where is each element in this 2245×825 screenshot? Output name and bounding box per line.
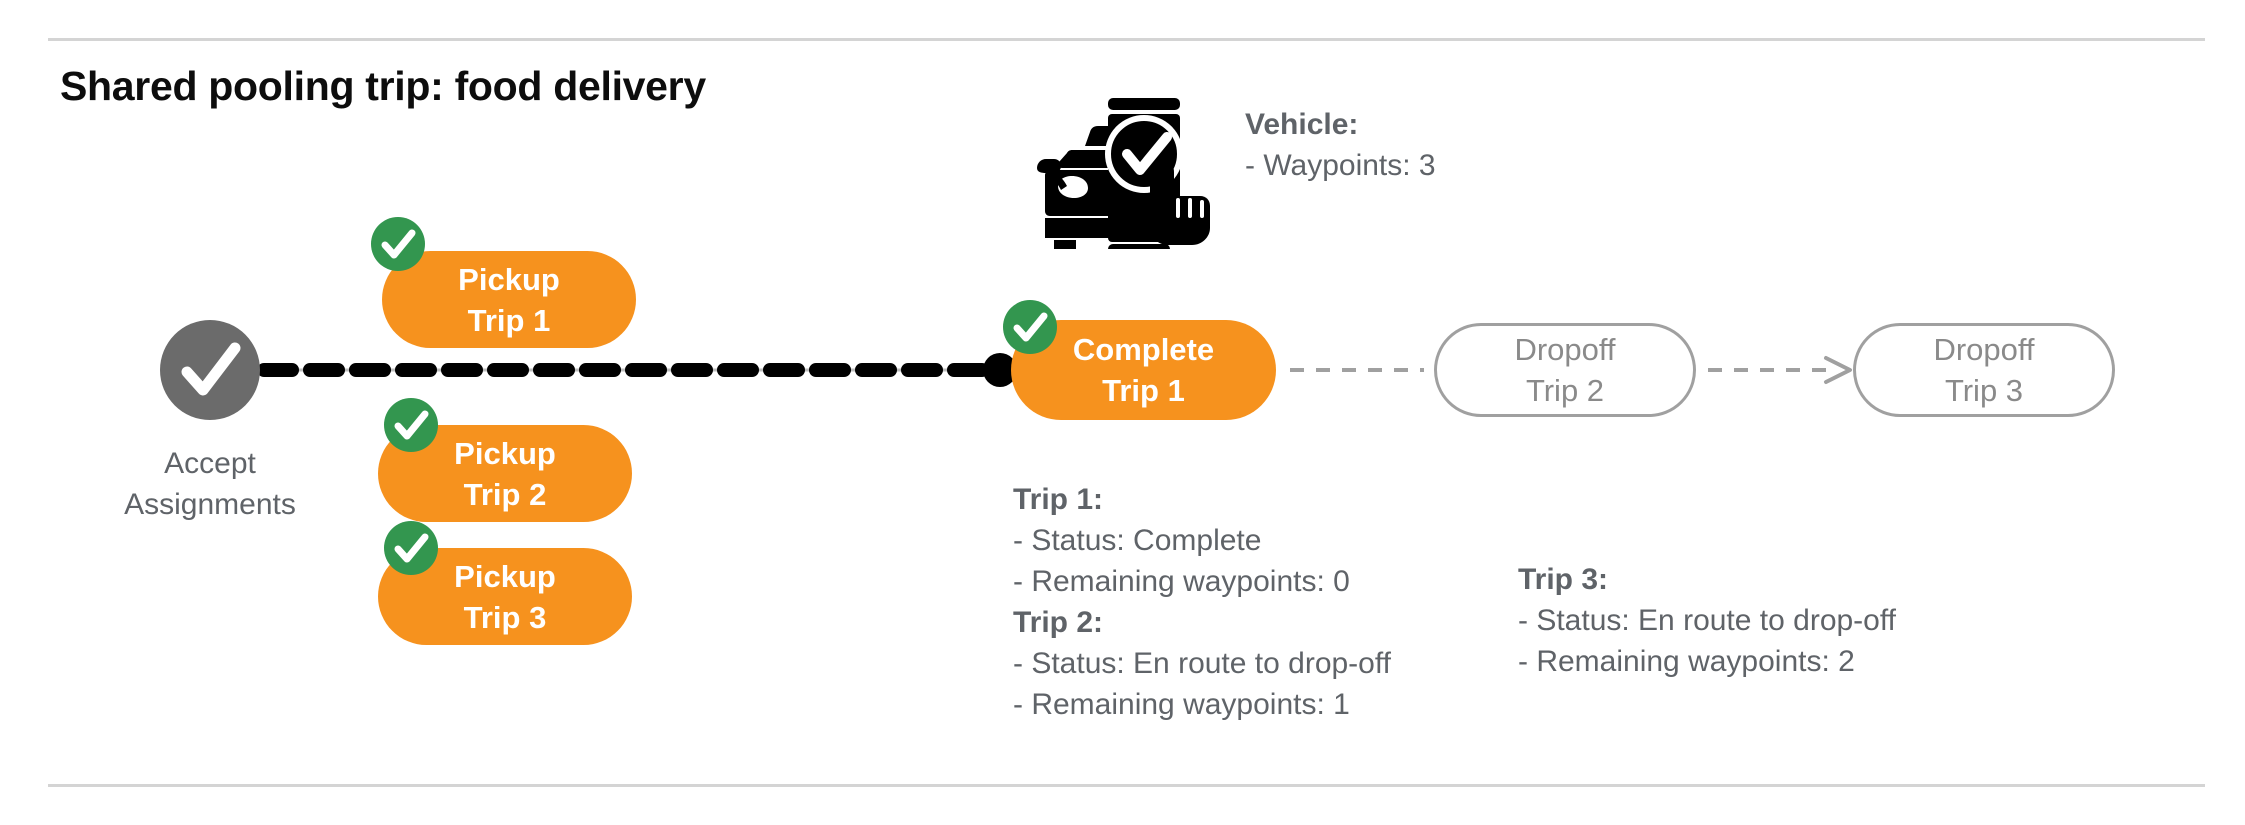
trip3-status: - Status: En route to drop-off [1518, 604, 1896, 637]
node-dropoff-trip-3-line2: Trip 3 [1944, 373, 2024, 408]
trip2-heading-colon: : [1093, 606, 1104, 639]
trip2-status: - Status: En route to drop-off [1013, 647, 1391, 680]
node-complete-trip-1-line2: Trip 1 [1102, 373, 1185, 408]
node-dropoff-trip-2[interactable]: Dropoff Trip 2 [1434, 323, 1696, 417]
bottom-divider [48, 784, 2205, 787]
accept-label-line2: Assignments [124, 488, 296, 521]
trip2-waypoints: - Remaining waypoints: 1 [1013, 688, 1350, 721]
node-pickup-trip-3-line2: Trip 3 [463, 599, 547, 635]
trip1-waypoints: - Remaining waypoints: 0 [1013, 565, 1350, 598]
vehicle-waypoints: - Waypoints: 3 [1245, 149, 1436, 182]
node-pickup-trip-1[interactable]: Pickup Trip 1 [382, 251, 636, 348]
accept-assignments-label: Accept Assignments [95, 443, 325, 525]
node-dropoff-trip-2-line2: Trip 2 [1525, 373, 1605, 408]
node-pickup-trip-2-line1: Pickup [454, 435, 556, 471]
trip1-heading-colon: : [1093, 483, 1104, 516]
node-pickup-trip-1-line1: Pickup [458, 261, 560, 297]
node-complete-trip-1-line1: Complete [1072, 332, 1215, 367]
trip1-heading: Trip 1 [1013, 483, 1094, 516]
node-pickup-trip-1-line2: Trip 1 [467, 302, 551, 338]
node-pickup-trip-2-line2: Trip 2 [463, 476, 547, 512]
trip1-status: - Status: Complete [1013, 524, 1262, 557]
check-badge-icon-pickup-1 [371, 217, 425, 271]
trip3-heading-colon: : [1598, 563, 1609, 596]
trip3-heading: Trip 3 [1518, 563, 1599, 596]
vehicle-heading-colon: : [1348, 108, 1359, 141]
node-complete-trip-1[interactable]: Complete Trip 1 [1011, 320, 1276, 420]
trip2-heading: Trip 2 [1013, 606, 1094, 639]
top-divider [48, 38, 2205, 41]
trip-details-1-2: Trip 1: - Status: Complete - Remaining w… [1013, 479, 1391, 725]
check-badge-icon-pickup-2 [384, 398, 438, 452]
car-phone-check-icon [1032, 84, 1232, 249]
node-dropoff-trip-3[interactable]: Dropoff Trip 3 [1853, 323, 2115, 417]
check-circle-icon[interactable] [160, 320, 260, 420]
page-title: Shared pooling trip: food delivery [60, 63, 706, 109]
check-badge-icon-pickup-3 [384, 521, 438, 575]
trip3-waypoints: - Remaining waypoints: 2 [1518, 645, 1855, 678]
node-dropoff-trip-3-line1: Dropoff [1933, 332, 2035, 367]
trip-details-3: Trip 3: - Status: En route to drop-off -… [1518, 559, 1896, 682]
accept-label-line1: Accept [164, 447, 256, 480]
node-pickup-trip-3-line1: Pickup [454, 558, 556, 594]
check-badge-icon-complete-1 [1003, 300, 1057, 354]
vehicle-heading: Vehicle [1245, 108, 1349, 141]
vehicle-info: Vehicle: - Waypoints: 3 [1245, 104, 1436, 186]
node-dropoff-trip-2-line1: Dropoff [1514, 332, 1616, 367]
